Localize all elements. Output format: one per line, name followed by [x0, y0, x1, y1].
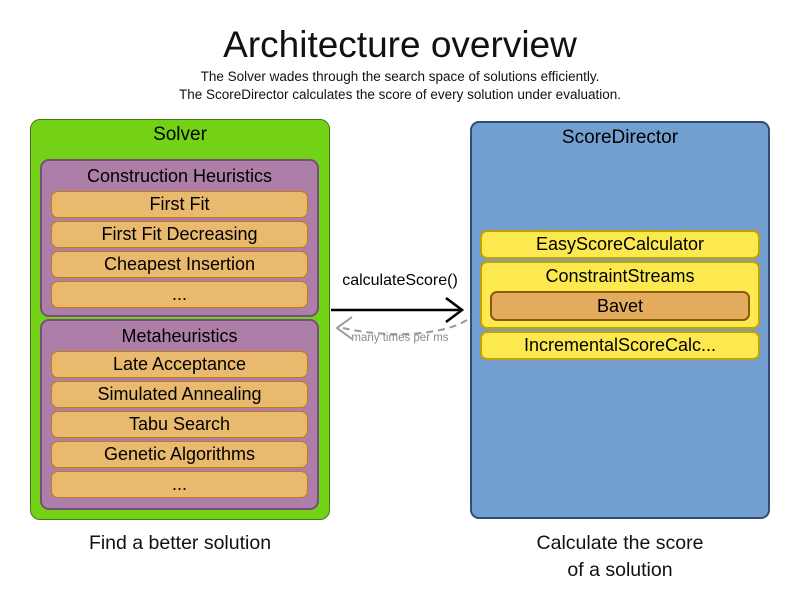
metaheuristics-list: Late Acceptance Simulated Annealing Tabu…	[42, 350, 317, 498]
solver-caption: Find a better solution	[88, 532, 272, 554]
easy-score-calculator-box: EasyScoreCalculator	[480, 230, 760, 259]
algorithm-item-simulated-annealing: Simulated Annealing	[51, 381, 308, 408]
algorithm-item-cheapest-insertion: Cheapest Insertion	[51, 251, 308, 278]
score-director-box: ScoreDirector EasyScoreCalculator Constr…	[470, 121, 770, 519]
algorithm-item-mh-more: ...	[51, 471, 308, 498]
algorithm-item-first-fit-decreasing: First Fit Decreasing	[51, 221, 308, 248]
metaheuristics-group: Metaheuristics Late Acceptance Simulated…	[40, 319, 319, 510]
algorithm-item-genetic-algorithms: Genetic Algorithms	[51, 441, 308, 468]
many-times-label: many times per ms	[351, 332, 449, 344]
solver-box-title: Solver	[153, 124, 207, 145]
arrows-graphic	[331, 296, 468, 340]
score-director-caption-line2: of a solution	[567, 559, 673, 581]
constraint-streams-title: ConstraintStreams	[545, 266, 695, 286]
return-arrow	[335, 316, 468, 340]
subtitle-line-2: The ScoreDirector calculates the score o…	[179, 87, 621, 102]
calculate-score-label: calculateScore()	[342, 272, 458, 289]
construction-heuristics-list: First Fit First Fit Decreasing Cheapest …	[42, 190, 317, 308]
construction-heuristics-group: Construction Heuristics First Fit First …	[40, 159, 319, 317]
algorithm-item-first-fit: First Fit	[51, 191, 308, 218]
score-director-caption-line1: Calculate the score	[536, 532, 704, 554]
page-title: Architecture overview	[223, 24, 577, 65]
metaheuristics-title: Metaheuristics	[121, 326, 238, 346]
algorithm-item-ch-more: ...	[51, 281, 308, 308]
constraint-streams-box: ConstraintStreams Bavet	[480, 261, 760, 329]
solver-box: Solver Construction Heuristics First Fit…	[30, 119, 330, 520]
incremental-score-calculator-box: IncrementalScoreCalc...	[480, 331, 760, 360]
subtitle-line-1: The Solver wades through the search spac…	[200, 69, 600, 84]
calculate-score-arrow	[331, 296, 465, 324]
score-director-box-title: ScoreDirector	[561, 127, 679, 148]
construction-heuristics-title: Construction Heuristics	[86, 166, 273, 186]
algorithm-item-tabu-search: Tabu Search	[51, 411, 308, 438]
bavet-box: Bavet	[490, 291, 750, 321]
score-director-caption: Calculate the score of a solution	[470, 530, 770, 584]
algorithm-item-late-acceptance: Late Acceptance	[51, 351, 308, 378]
